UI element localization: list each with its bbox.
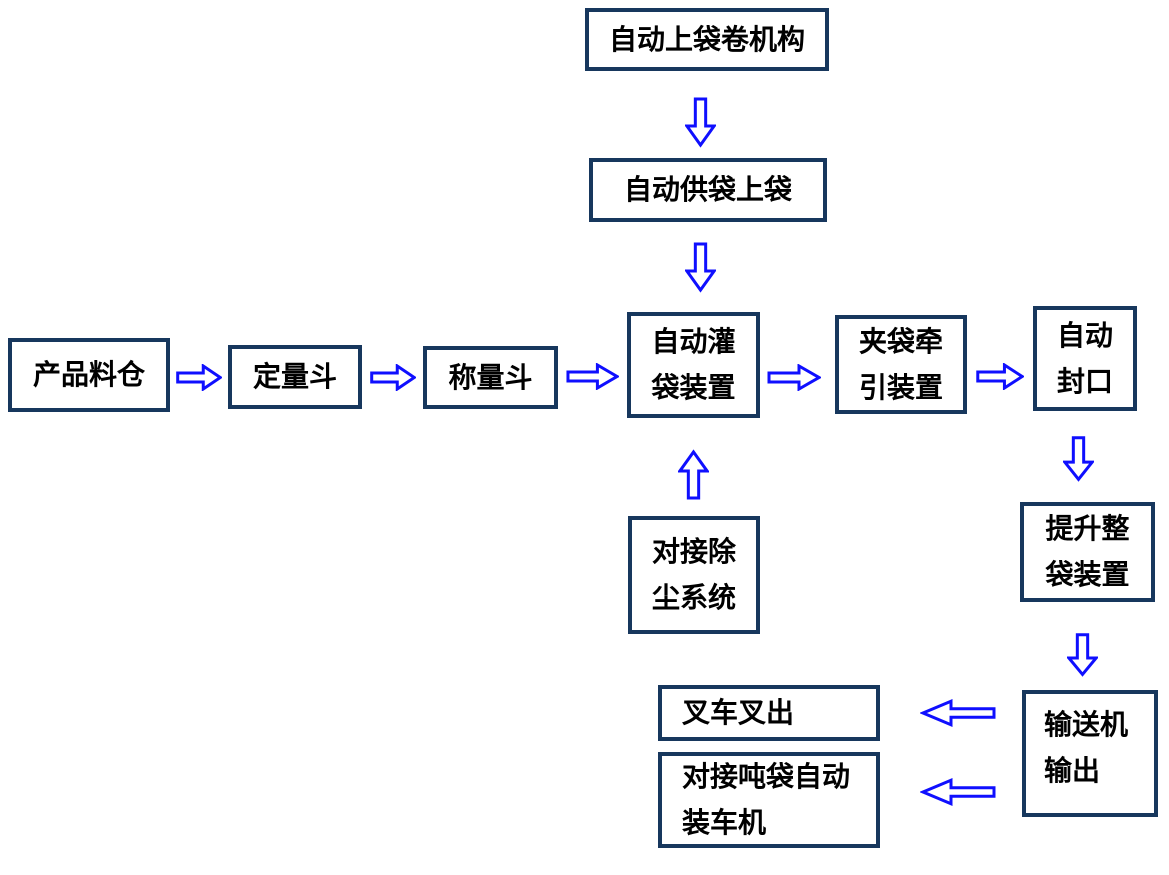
node-auto-sealing: 自动 封口	[1033, 306, 1137, 411]
arrow-right-icon	[566, 363, 619, 390]
node-conveyor-output: 输送机 输出	[1022, 690, 1158, 817]
node-label: 夹袋牵 引装置	[858, 324, 943, 404]
node-bag-clamp-traction-device: 夹袋牵 引装置	[835, 315, 967, 414]
node-label: 产品料仓	[32, 358, 145, 391]
arrow-down-icon	[1067, 633, 1098, 677]
node-label: 自动供袋上袋	[623, 173, 792, 206]
node-whole-bag-lifting-device: 提升整 袋装置	[1020, 502, 1155, 602]
node-label: 输送机 输出	[1044, 708, 1129, 787]
node-label: 自动 封口	[1056, 318, 1113, 398]
node-label: 对接吨袋自动 装车机	[682, 760, 851, 839]
arrow-right-icon	[370, 364, 416, 391]
node-label: 提升整 袋装置	[1045, 512, 1130, 591]
arrow-down-icon	[685, 97, 716, 148]
node-auto-bag-supply: 自动供袋上袋	[589, 158, 827, 222]
arrow-left-icon	[920, 777, 996, 807]
node-dosing-hopper: 定量斗	[228, 345, 362, 409]
node-forklift-out: 叉车叉出	[658, 685, 880, 741]
node-label: 自动上袋卷机构	[608, 22, 805, 56]
arrow-right-icon	[767, 364, 821, 391]
node-weighing-hopper: 称量斗	[423, 346, 558, 409]
node-label: 对接除 尘系统	[651, 535, 736, 614]
node-label: 定量斗	[252, 360, 337, 393]
node-auto-bag-roll-mechanism: 自动上袋卷机构	[585, 8, 829, 71]
arrow-left-icon	[920, 698, 996, 728]
arrow-up-icon	[678, 449, 709, 500]
arrow-right-icon	[976, 363, 1024, 390]
arrow-down-icon	[685, 242, 716, 293]
arrow-right-icon	[176, 364, 222, 391]
node-label: 叉车叉出	[682, 696, 795, 729]
node-product-silo: 产品料仓	[8, 338, 170, 412]
arrow-down-icon	[1063, 436, 1094, 482]
node-dust-removal-docking: 对接除 尘系统	[628, 516, 760, 634]
node-label: 自动灌 袋装置	[651, 325, 736, 404]
node-label: 称量斗	[448, 360, 533, 394]
node-ton-bag-truck-loader-docking: 对接吨袋自动 装车机	[658, 752, 880, 848]
node-auto-bag-filling-device: 自动灌 袋装置	[627, 312, 760, 418]
